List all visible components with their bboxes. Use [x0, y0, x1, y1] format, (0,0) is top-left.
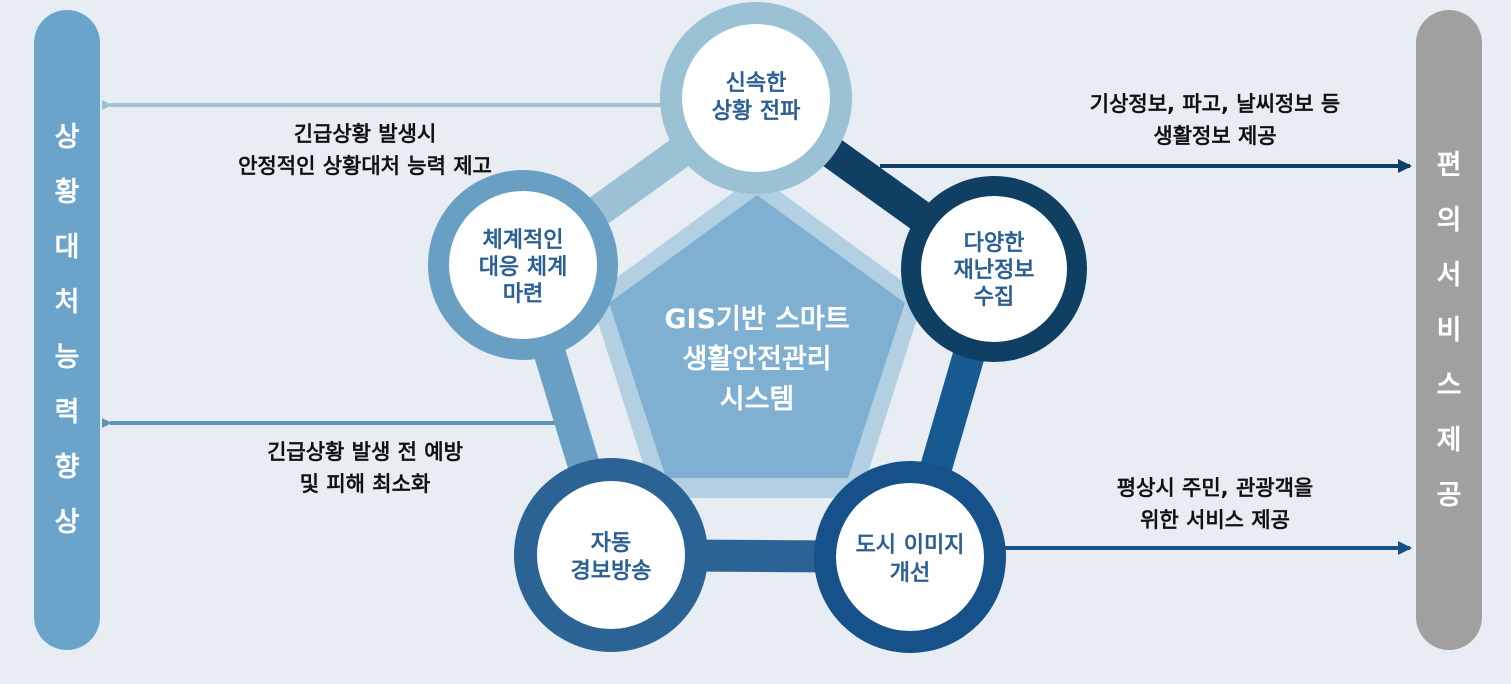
caption-line: 및 피해 최소화 [299, 472, 431, 496]
svg-text:자동: 자동 [591, 531, 631, 556]
svg-text:재난정보: 재난정보 [954, 258, 1035, 283]
panel-char: 비 [1436, 314, 1462, 346]
panel-char: 황 [54, 177, 80, 208]
caption-line: 기상정보, 파고, 날씨정보 등 [1089, 92, 1341, 116]
svg-text:시스템: 시스템 [720, 384, 795, 415]
panel-char: 의 [1436, 204, 1462, 236]
panel-char: 상 [54, 507, 80, 538]
panel-char: 능 [54, 342, 80, 373]
caption-top-left: 긴급상황 발생시 안정적인 상황대처 능력 제고 [140, 118, 590, 182]
node-bottom-left: 자동 경보방송 [514, 458, 708, 652]
panel-char: 서 [1436, 259, 1462, 291]
center-title: GIS기반 스마트 생활안전관리 시스템 [664, 304, 849, 415]
svg-text:개선: 개선 [890, 561, 930, 586]
svg-text:수집: 수집 [974, 285, 1014, 310]
panel-char: 상 [54, 122, 80, 153]
panel-char: 스 [1436, 369, 1462, 401]
svg-text:신속한: 신속한 [726, 71, 787, 96]
caption-line: 위한 서비스 제공 [1140, 508, 1290, 532]
svg-text:마련: 마련 [503, 282, 543, 307]
caption-bottom-right: 평상시 주민, 관광객을 위한 서비스 제공 [1000, 472, 1430, 536]
svg-text:도시 이미지: 도시 이미지 [856, 533, 965, 558]
panel-char: 편 [1436, 149, 1462, 181]
caption-top-right: 기상정보, 파고, 날씨정보 등 생활정보 제공 [1000, 88, 1430, 152]
svg-text:GIS기반 스마트: GIS기반 스마트 [664, 304, 849, 335]
situation-response-panel: 상 황 대 처 능 력 향 상 [34, 10, 100, 650]
caption-bottom-left: 긴급상황 발생 전 예방 및 피해 최소화 [140, 436, 590, 500]
svg-text:체계적인: 체계적인 [483, 228, 564, 253]
panel-char: 력 [54, 397, 80, 428]
panel-char: 향 [54, 452, 80, 483]
caption-line: 긴급상황 발생 전 예방 [267, 440, 463, 464]
node-left: 체계적인 대응 체계 마련 [428, 170, 618, 360]
panel-char: 공 [1436, 479, 1462, 511]
panel-char: 처 [54, 287, 80, 318]
caption-line: 생활정보 제공 [1153, 124, 1277, 148]
svg-text:상황 전파: 상황 전파 [712, 99, 801, 124]
pentagon-inner [609, 195, 905, 478]
panel-char: 대 [54, 232, 80, 263]
node-right: 다양한 재난정보 수집 [901, 176, 1087, 362]
svg-text:생활안전관리: 생활안전관리 [682, 344, 831, 375]
caption-line: 평상시 주민, 관광객을 [1116, 476, 1314, 500]
panel-char: 제 [1436, 424, 1462, 456]
node-top: 신속한 상황 전파 [660, 2, 852, 194]
svg-text:대응 체계: 대응 체계 [479, 255, 568, 280]
svg-text:경보방송: 경보방송 [571, 559, 652, 584]
node-bottom-right: 도시 이미지 개선 [814, 461, 1006, 653]
svg-text:다양한: 다양한 [964, 231, 1025, 256]
caption-line: 안정적인 상황대처 능력 제고 [238, 154, 492, 178]
convenience-service-panel: 편 의 서 비 스 제 공 [1416, 10, 1482, 650]
caption-line: 긴급상황 발생시 [293, 122, 437, 146]
